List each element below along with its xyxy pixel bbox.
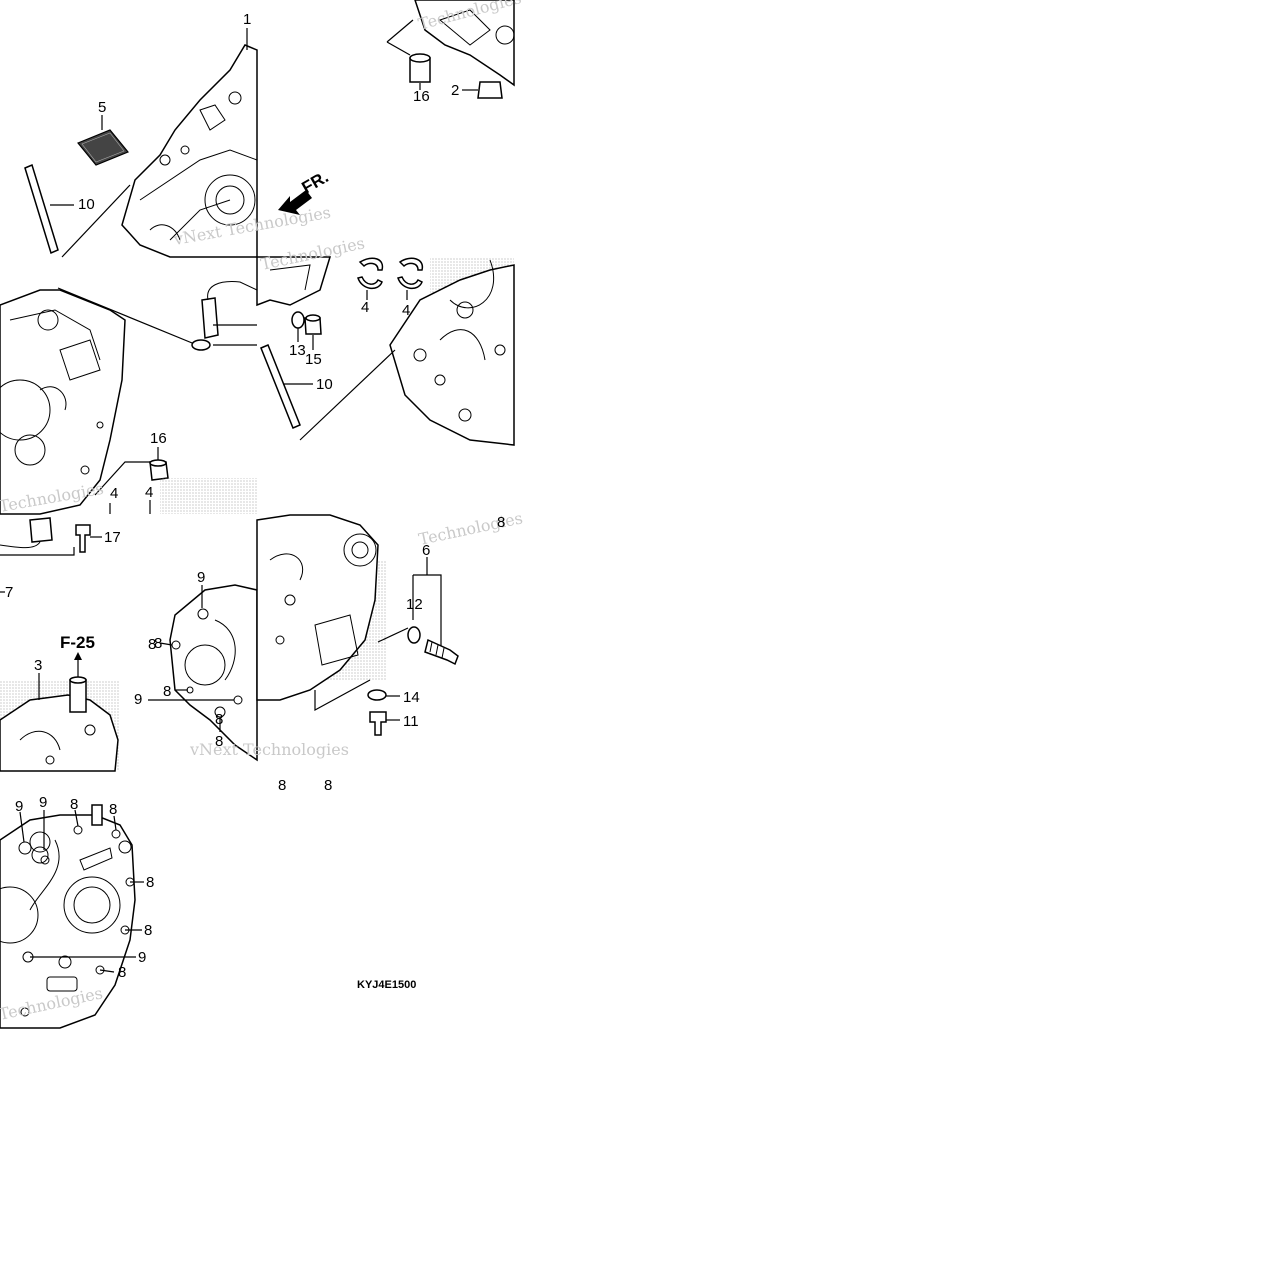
bearing-shell-4a [358, 257, 384, 271]
callout-2: 2 [451, 82, 459, 99]
bearing-shell-4b-lower [397, 276, 423, 290]
callout-9: 9 [138, 949, 146, 966]
o-ring-13 [291, 311, 305, 329]
tile-bearings: Technologies [256, 233, 515, 446]
callout-8: 8 [154, 635, 162, 652]
right-crankcase-cover [256, 514, 379, 701]
drain-bolt-2 [477, 81, 503, 99]
callout-11: 11 [403, 713, 419, 730]
callout-1: 1 [243, 11, 251, 28]
thermo-sensor-unit [424, 638, 459, 666]
stud-bolt-10 [24, 163, 59, 255]
tile-cover-f25: vNext Technologies [0, 517, 349, 772]
bearing-shell-4a-lower [357, 276, 383, 290]
flange-bolt-11 [369, 711, 387, 736]
shaded-region [160, 478, 257, 514]
callout-3: 3 [34, 657, 42, 674]
callout-4: 4 [402, 302, 410, 319]
left-crankcase-cover [169, 584, 258, 762]
callout-9: 9 [15, 798, 23, 815]
crankcase-left-lower [389, 264, 515, 446]
callout-9: 9 [134, 691, 142, 708]
crankcase-bolt-pattern-view [0, 814, 136, 1029]
speed-sensor [201, 297, 219, 339]
diagram-code: KYJ4E1500 [357, 979, 416, 991]
callout-8: 8 [163, 683, 171, 700]
callout-4: 4 [110, 485, 118, 502]
water-pump-cover-3 [0, 694, 119, 772]
bolt-17 [75, 524, 91, 553]
callout-10: 10 [78, 196, 95, 213]
callout-8: 8 [278, 777, 286, 794]
callout-16: 16 [413, 88, 430, 105]
callout-8: 8 [215, 711, 223, 728]
bearing-shell-4b [398, 257, 424, 271]
callout-9: 9 [197, 569, 205, 586]
callout-17: 17 [104, 529, 121, 546]
callout-8: 8 [324, 777, 332, 794]
reference-label-f25: F-25 [60, 633, 95, 652]
stud-bolt-10-b [260, 344, 301, 429]
watermark-text: Technologies [417, 508, 525, 549]
tile-case-bolts: Technologies [0, 804, 144, 1029]
right-crankcase-top [414, 0, 515, 87]
callout-8: 8 [215, 733, 223, 750]
callout-9: 9 [39, 794, 47, 811]
callout-8: 8 [109, 801, 117, 818]
filter-screen-5 [77, 129, 129, 166]
left-crankcase-half [121, 44, 258, 258]
callout-14: 14 [403, 689, 420, 706]
callout-15: 15 [305, 351, 322, 368]
callout-8: 8 [148, 636, 156, 653]
callout-8: 8 [144, 922, 152, 939]
sensor-connector [29, 517, 53, 543]
callout-12: 12 [406, 596, 423, 613]
pump-nozzle [69, 679, 87, 713]
callout-10: 10 [316, 376, 333, 393]
callout-labels: 1 2 3 4 4 4 4 5 6 7 8 8 8 8 8 8 8 8 8 8 … [5, 11, 505, 991]
tile-thermo-sensor: Technologies [256, 508, 525, 736]
callout-8: 8 [70, 796, 78, 813]
callout-5: 5 [98, 99, 106, 116]
callout-16: 16 [150, 430, 167, 447]
tile-crankcase-upper-right: FR. Technologies [278, 0, 523, 215]
callout-8: 8 [118, 964, 126, 981]
sealing-washer-12 [407, 626, 421, 644]
callout-7: 7 [5, 584, 13, 601]
tile-crankcase-mid-left: Technologies [0, 281, 258, 516]
callout-6: 6 [422, 542, 430, 559]
callout-4: 4 [145, 484, 153, 501]
callout-8: 8 [146, 874, 154, 891]
watermark-text: vNext Technologies [189, 740, 349, 759]
callout-8: 8 [497, 514, 505, 531]
front-direction-arrow [278, 190, 312, 215]
tile-crankcase-upper-left: vNext Technologies [24, 28, 332, 258]
callout-4: 4 [361, 299, 369, 316]
washer-14 [367, 689, 387, 701]
callout-13: 13 [289, 342, 306, 359]
crankcase-right-half [0, 289, 126, 515]
